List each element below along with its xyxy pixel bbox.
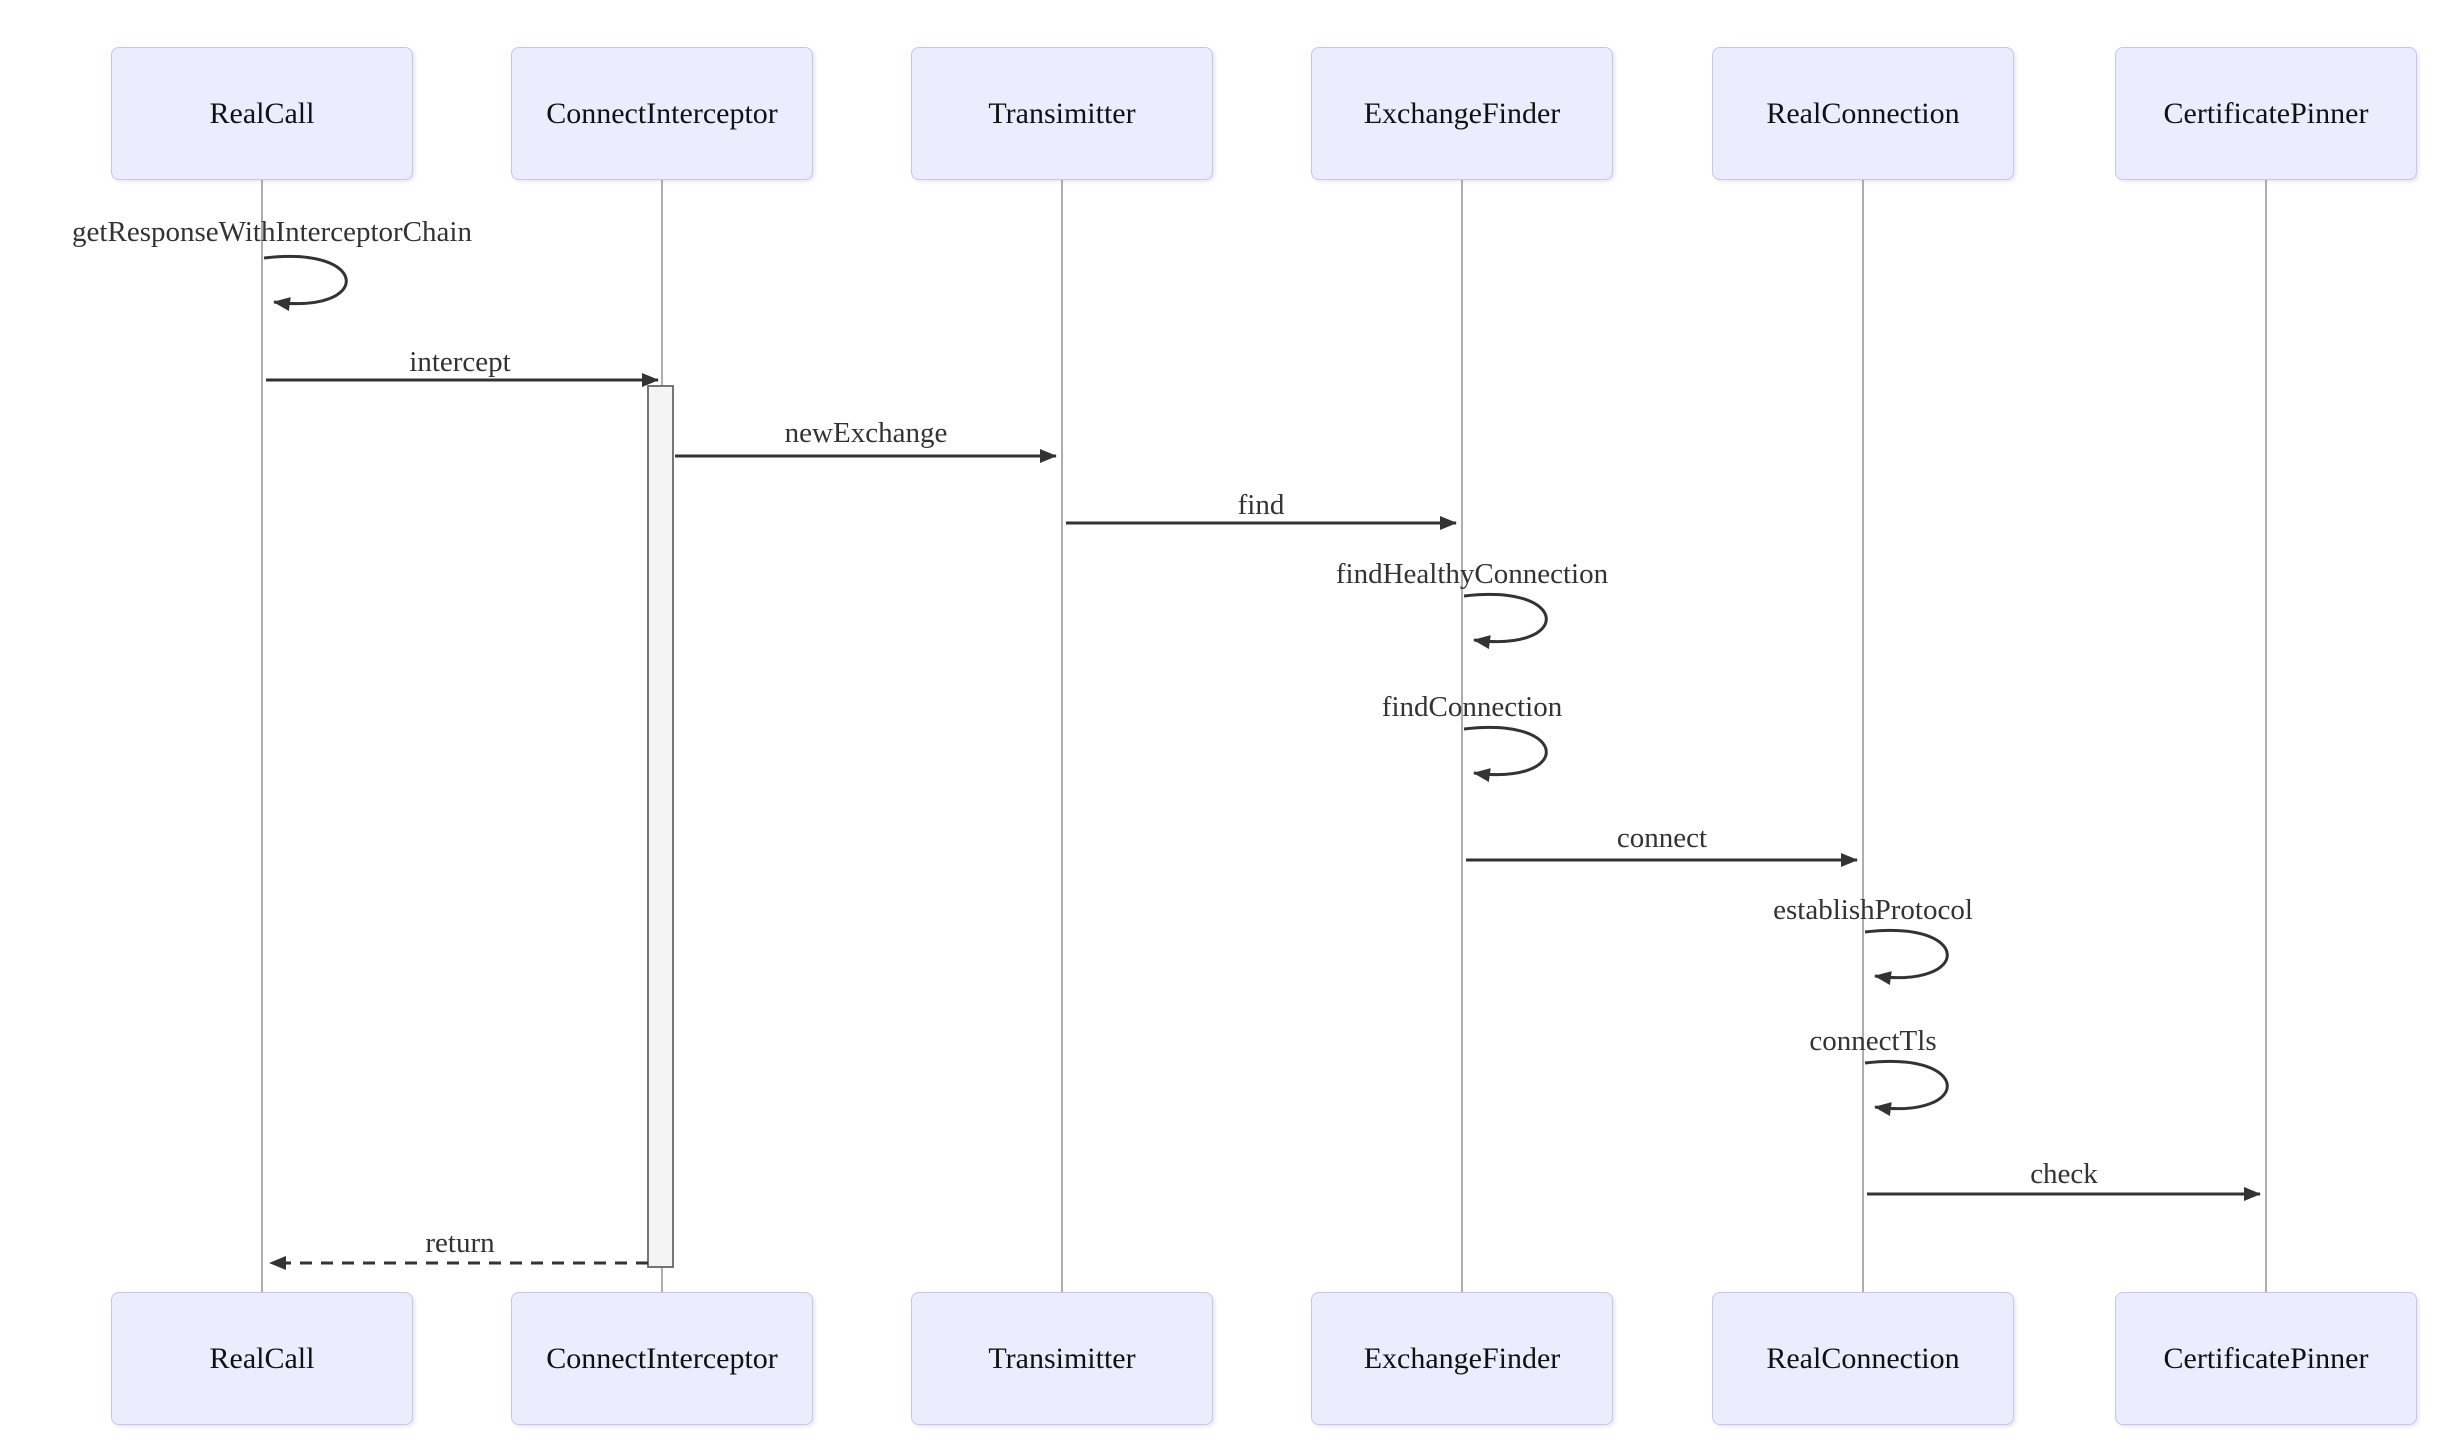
message-label-findconnection: findConnection	[1381, 691, 1563, 723]
message-label-establishprotocol: establishProtocol	[1773, 894, 1973, 926]
participant-top-transimitter: Transimitter	[911, 47, 1213, 180]
self-loop-establishprotocol	[1864, 929, 1949, 986]
participant-bottom-certificatepinner: CertificatePinner	[2115, 1292, 2417, 1425]
message-label-getresponsewithinterceptorchain: getResponseWithInterceptorChain	[72, 216, 472, 248]
message-label-connect: connect	[1616, 822, 1708, 854]
participant-bottom-realcall: RealCall	[111, 1292, 413, 1425]
message-label-return: return	[425, 1227, 495, 1259]
self-loop-findconnection	[1463, 726, 1548, 783]
self-loop-connecttls	[1864, 1060, 1949, 1117]
participant-top-realcall: RealCall	[111, 47, 413, 180]
message-label-connecttls: connectTls	[1809, 1025, 1937, 1057]
participant-top-connectinterceptor: ConnectInterceptor	[511, 47, 813, 180]
message-label-findhealthyconnection: findHealthyConnection	[1335, 558, 1609, 590]
self-loop-getresponsewithinterceptorchain	[263, 255, 348, 312]
message-label-find: find	[1237, 489, 1285, 521]
participant-top-certificatepinner: CertificatePinner	[2115, 47, 2417, 180]
participant-bottom-transimitter: Transimitter	[911, 1292, 1213, 1425]
participant-bottom-realconnection: RealConnection	[1712, 1292, 2014, 1425]
participant-bottom-exchangefinder: ExchangeFinder	[1311, 1292, 1613, 1425]
message-label-check: check	[2030, 1158, 2098, 1190]
self-loop-findhealthyconnection	[1463, 593, 1548, 650]
activation-bar-connectinterceptor	[647, 385, 674, 1268]
participant-top-realconnection: RealConnection	[1712, 47, 2014, 180]
participant-bottom-connectinterceptor: ConnectInterceptor	[511, 1292, 813, 1425]
participant-top-exchangefinder: ExchangeFinder	[1311, 47, 1613, 180]
message-label-newexchange: newExchange	[784, 417, 948, 449]
message-label-intercept: intercept	[409, 346, 511, 378]
